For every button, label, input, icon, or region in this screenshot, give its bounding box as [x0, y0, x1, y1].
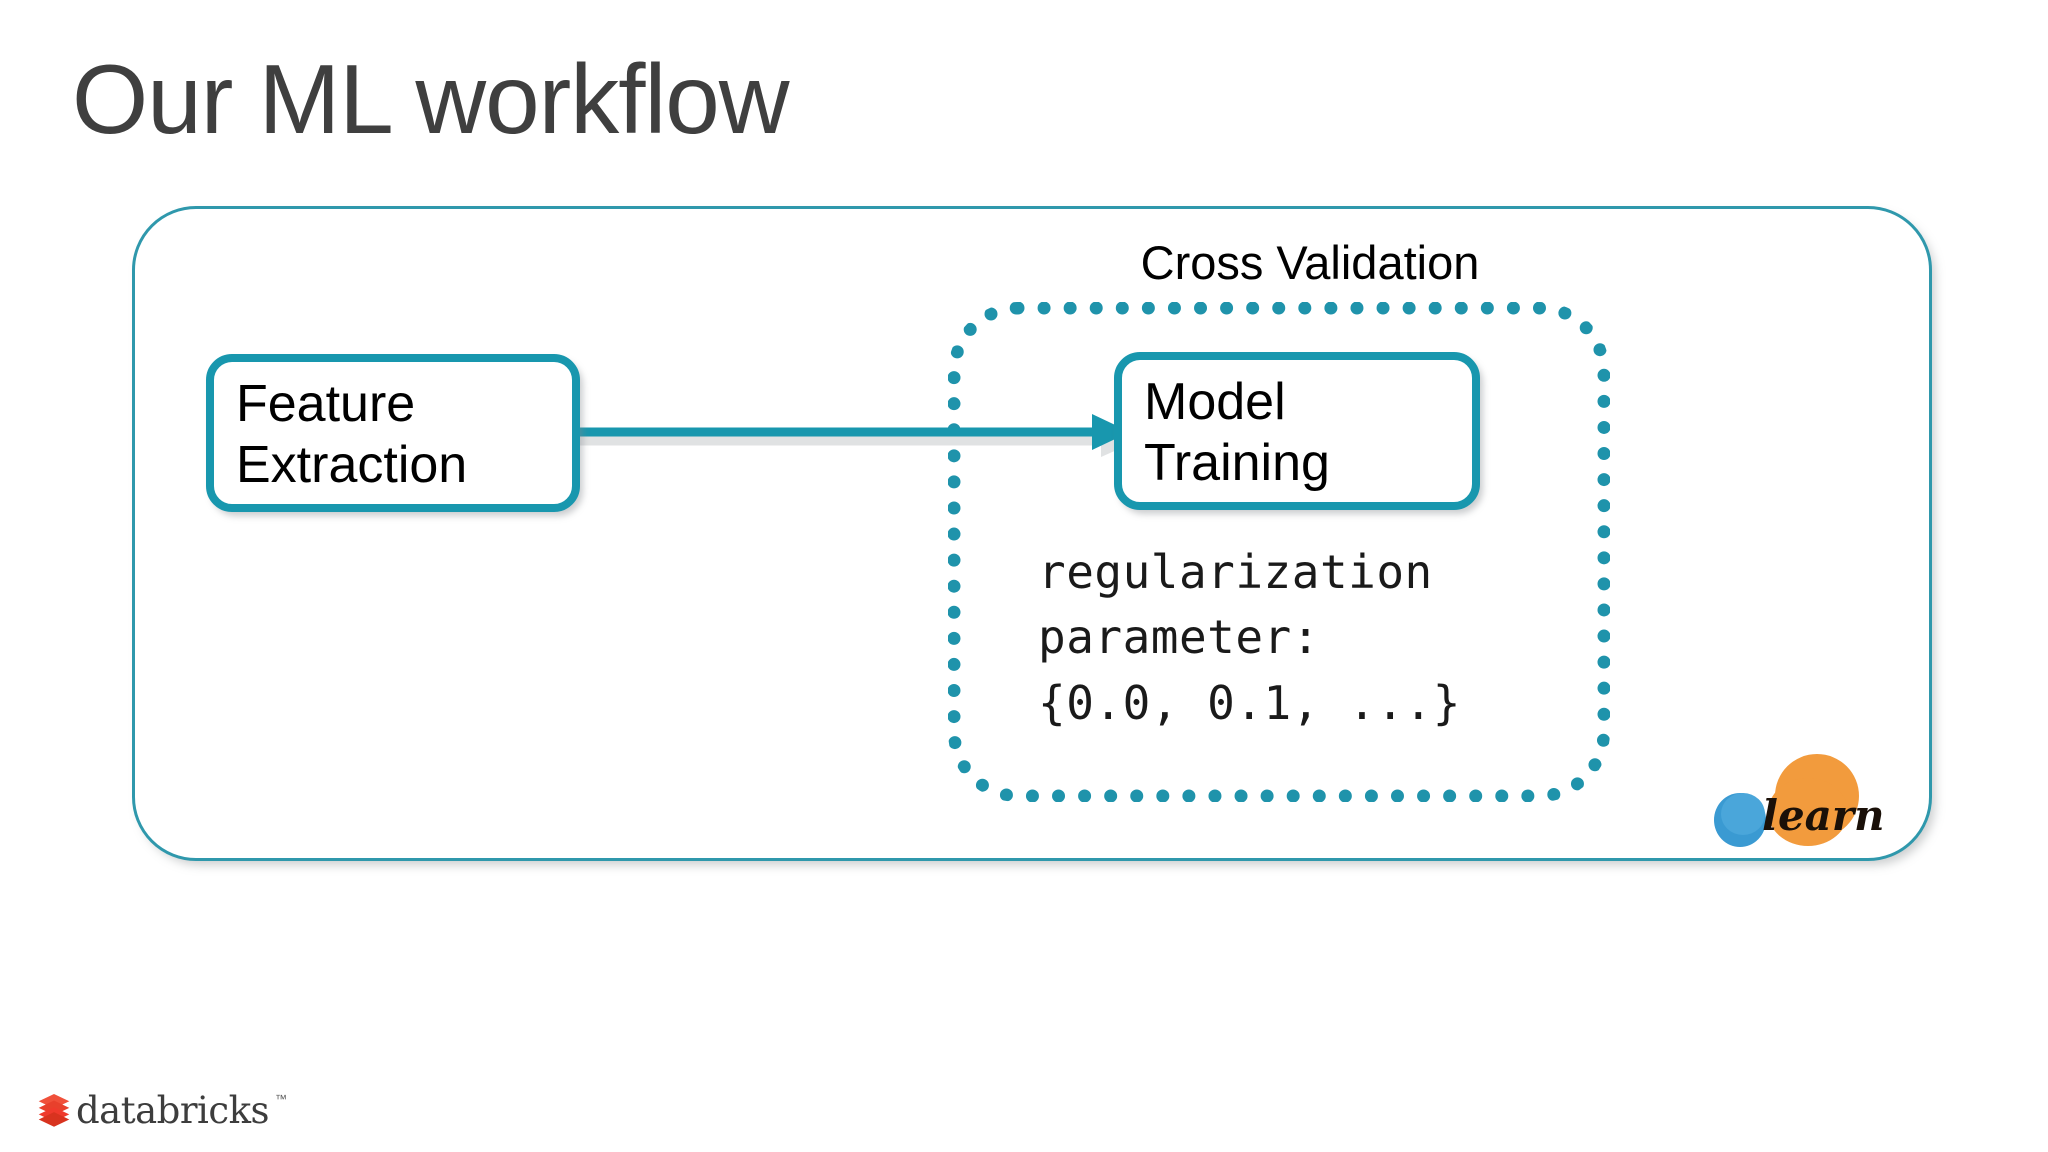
node-model-training[interactable]: Model Training	[1114, 352, 1480, 510]
databricks-wordmark: databricks	[76, 1088, 270, 1132]
databricks-trademark: ™	[275, 1092, 288, 1106]
cross-validation-label: Cross Validation	[1140, 236, 1480, 289]
hyperparameter-code-text: regularization parameter: {0.0, 0.1, ...…	[1038, 545, 1461, 730]
databricks-stack-icon	[38, 1094, 70, 1127]
node-model-training-label: Model Training	[1144, 373, 1330, 493]
cross-validation-region	[948, 302, 1610, 802]
node-feature-extraction[interactable]: Feature Extraction	[206, 354, 580, 512]
scikit-learn-logo: learn	[1714, 754, 1885, 847]
workflow-container	[132, 206, 1932, 861]
node-feature-extraction-label: Feature Extraction	[236, 375, 468, 495]
page-title: Our ML workflow	[72, 44, 790, 154]
databricks-logo: databricks ™	[38, 1086, 287, 1134]
sklearn-learn-text: learn	[1762, 791, 1885, 840]
